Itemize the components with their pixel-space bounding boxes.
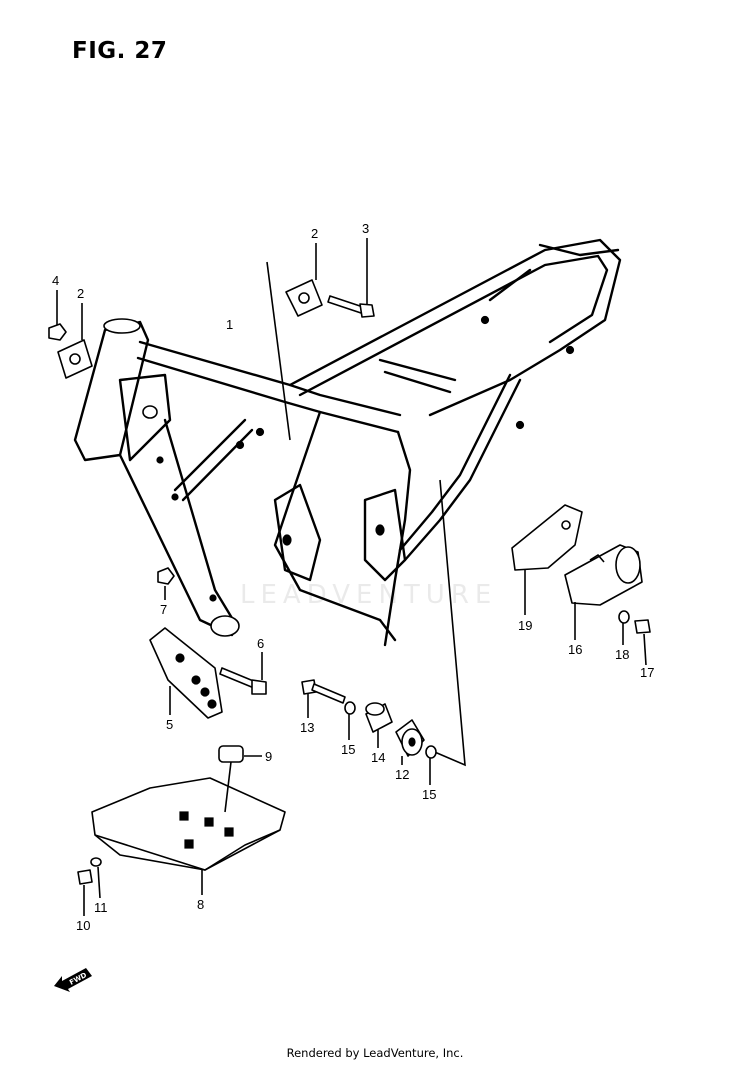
housing-part-16[interactable] [564,544,643,640]
figure-title: FIG. 27 [72,38,168,64]
bolt-part-13[interactable] [301,679,346,718]
callout-18: 18 [615,647,629,662]
callout-2-left: 2 [77,286,84,301]
callout-8: 8 [197,897,204,912]
callout-15-b: 15 [422,787,436,802]
callout-13: 13 [300,720,314,735]
rubber-part-9[interactable] [218,745,262,813]
callout-12: 12 [395,767,409,782]
callout-7: 7 [160,602,167,617]
bushing-part-12[interactable] [395,719,425,765]
bolt-part-17[interactable] [634,619,651,666]
nut-part-7[interactable] [157,567,175,600]
skid-plate-part-8[interactable] [91,777,286,895]
cover-part-19[interactable] [511,504,583,615]
callout-17: 17 [640,665,654,680]
bracket-part-5[interactable] [149,627,223,719]
washer-part-15-a[interactable] [344,701,356,740]
callout-10: 10 [76,918,90,933]
footer-credit: Rendered by LeadVenture, Inc. [286,1046,464,1060]
callout-16: 16 [568,642,582,657]
guide-lines [266,261,466,767]
fwd-label: FWD [68,971,88,987]
bolt-part-10[interactable] [77,869,93,916]
callout-labels: 1 2 2 3 4 5 6 7 8 9 10 11 12 13 14 15 15… [52,221,654,933]
bolt-part-6[interactable] [219,652,267,695]
washer-part-18[interactable] [618,610,630,645]
callout-4: 4 [52,273,59,288]
gasket-part-2-upper[interactable] [285,243,323,317]
nut-part-4[interactable] [48,290,67,341]
callout-9: 9 [265,749,272,764]
callout-2-upper: 2 [311,226,318,241]
washer-part-15-b[interactable] [425,745,437,785]
callout-15-a: 15 [341,742,355,757]
frame-part-1[interactable] [73,238,622,647]
callout-5: 5 [166,717,173,732]
forward-arrow-icon: FWD [54,968,92,992]
callout-11: 11 [94,900,108,915]
callout-19: 19 [518,618,532,633]
bolt-part-3[interactable] [327,238,375,318]
callout-1: 1 [226,317,233,332]
watermark: LEADVENTURE [240,580,498,610]
callout-6: 6 [257,636,264,651]
washer-part-11[interactable] [90,857,102,899]
gasket-part-2-left[interactable] [57,303,93,379]
callout-3: 3 [362,221,369,236]
collar-part-14[interactable] [365,702,393,748]
callout-14: 14 [371,750,385,765]
